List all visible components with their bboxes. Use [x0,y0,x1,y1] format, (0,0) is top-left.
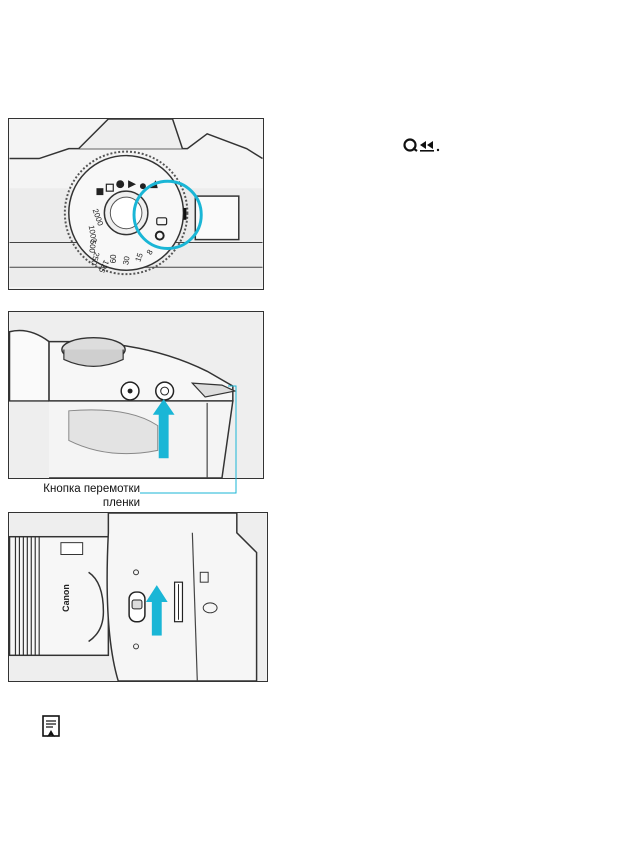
mode-icon [96,188,104,196]
film-rewind-button[interactable] [155,381,175,401]
dial-speed: 1000 [87,225,99,244]
dial-speed: 15 [133,251,145,263]
dial-speed: 60 [109,254,118,263]
dial-speed: 500 [87,239,97,254]
dial-speed: 30 [121,255,131,266]
rewind-button-label: Кнопка перемотки пленки [24,482,140,510]
mode-dial-illustration: 2000 1000 500 250 125 60 30 15 8 [9,119,263,288]
dial-speed: 250 [89,251,101,267]
up-arrow-icon [145,585,168,636]
dial-speed: 8 [145,248,155,257]
lens-side-illustration: Canon [9,513,267,681]
label-line: Кнопка перемотки [43,483,140,495]
camera-back-illustration [9,312,263,478]
rewind-mode-icon [403,138,440,152]
highlight-ring [132,179,203,250]
lens-brand-text: Canon [61,584,71,612]
figure-rewind-button [8,311,264,479]
label-line: пленки [102,497,140,509]
note-icon [42,715,60,737]
figure-mode-dial: 2000 1000 500 250 125 60 30 15 8 [8,118,264,290]
figure-lens-side: Canon [8,512,268,682]
